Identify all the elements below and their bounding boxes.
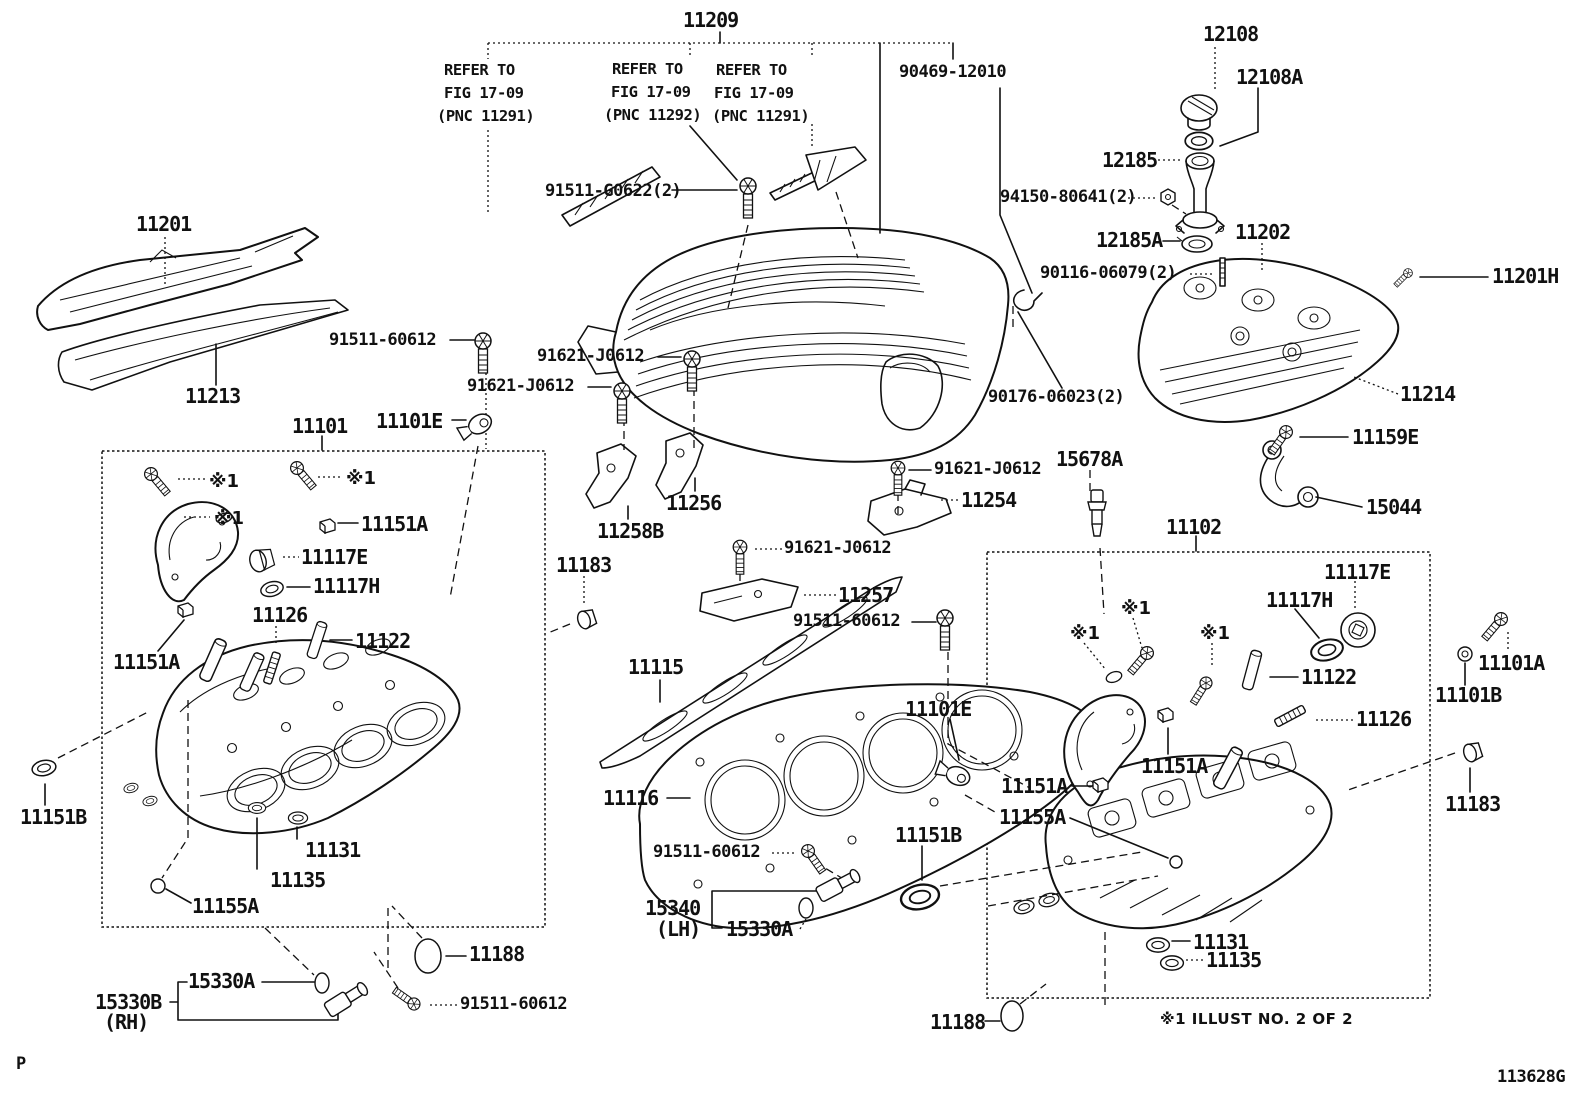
callout-12185A: 12185A: [1096, 228, 1163, 252]
callout-11117E-right: 11117E: [1324, 560, 1391, 584]
callout-15330B: 15330B: [95, 990, 162, 1014]
ref-mark-left-1: ※1: [209, 471, 240, 492]
right-camshaft-cap-drawing: [1063, 694, 1146, 807]
refer-note-2-line-1: REFER TO: [612, 60, 683, 78]
callout-91511-60612-b: 91511-60612: [793, 611, 901, 631]
leader-lines: [44, 31, 1509, 1022]
callout-15330B-rh: (RH): [104, 1010, 149, 1034]
callout-11131-left: 11131: [305, 838, 361, 862]
diagram-note: ※1 ILLUST NO. 2 OF 2: [1160, 1010, 1354, 1028]
ref-mark-right-1: ※1: [1121, 598, 1152, 619]
callout-11122-right: 11122: [1301, 665, 1357, 689]
callout-11151A-left-lower: 11151A: [113, 650, 180, 674]
callout-91511-60612-d: 91511-60612: [653, 842, 761, 862]
callout-11131-right: 11131: [1193, 930, 1249, 954]
callout-11202: 11202: [1235, 220, 1291, 244]
ref-mark-left-3: ※1: [214, 508, 245, 529]
callout-11151A-right-a: 11151A: [1001, 774, 1068, 798]
callout-91621-J0612-c: 91621-J0612: [784, 538, 892, 558]
ref-mark-right-2: ※1: [1070, 623, 1101, 644]
callout-11188-left: 11188: [469, 942, 525, 966]
callout-11209: 11209: [683, 8, 739, 32]
callout-11188-right: 11188: [930, 1010, 986, 1034]
callout-11135-right: 11135: [1206, 948, 1262, 972]
callout-15044: 15044: [1366, 495, 1422, 519]
callout-11126-left: 11126: [252, 603, 308, 627]
callout-11155A-left: 11155A: [192, 894, 259, 918]
callout-11116: 11116: [603, 786, 659, 810]
callout-15330A-center: 15330A: [726, 917, 793, 941]
callout-11151A-left-upper: 11151A: [361, 512, 428, 536]
refer-note-1-line-2: FIG 17-09: [444, 84, 524, 102]
callout-11155A-right: 11155A: [999, 805, 1066, 829]
callout-11159E: 11159E: [1352, 425, 1419, 449]
callout-90176-06023: 90176-06023(2): [988, 387, 1125, 407]
callout-11101E-b: 11101E: [905, 697, 972, 721]
mounting-brackets-drawing: [585, 432, 952, 622]
callout-11115: 11115: [628, 655, 684, 679]
refer-note-1-line-3: (PNC 11291): [437, 107, 535, 125]
callout-91511-60612-a: 91511-60612: [329, 330, 437, 350]
callout-15330A-left: 15330A: [188, 969, 255, 993]
refer-note-1-line-1: REFER TO: [444, 61, 515, 79]
head-gasket-11115-drawing: [599, 576, 903, 769]
refer-note-2-line-3: (PNC 11292): [604, 106, 702, 124]
callout-11201H: 11201H: [1492, 264, 1559, 288]
refer-note-3-line-2: FIG 17-09: [714, 84, 794, 102]
callout-11151B-left: 11151B: [20, 805, 87, 829]
callout-11126-right: 11126: [1356, 707, 1412, 731]
refer-note-2-line-2: FIG 17-09: [611, 83, 691, 101]
callout-15340: 15340: [645, 896, 701, 920]
callout-91621-J0612-a: 91621-J0612: [537, 346, 645, 366]
callout-91621-J0612-d: 91621-J0612: [934, 459, 1042, 479]
callout-11101: 11101: [292, 414, 348, 438]
callout-11258B: 11258B: [597, 519, 664, 543]
refer-note-3-line-3: (PNC 11291): [712, 107, 810, 125]
callout-11151B-center: 11151B: [895, 823, 962, 847]
callout-11117H-left: 11117H: [313, 574, 380, 598]
ref-mark-left-2: ※1: [346, 468, 377, 489]
callout-12108: 12108: [1203, 22, 1259, 46]
callout-11101E-a: 11101E: [376, 409, 443, 433]
callout-11183-left: 11183: [556, 553, 612, 577]
callout-11117H-right: 11117H: [1266, 588, 1333, 612]
right-valve-cover-drawing: [1137, 257, 1400, 423]
callout-11214: 11214: [1400, 382, 1456, 406]
callout-11213: 11213: [185, 384, 241, 408]
callout-11101B: 11101B: [1435, 683, 1502, 707]
callout-11183-right: 11183: [1445, 792, 1501, 816]
callout-15678A: 15678A: [1056, 447, 1123, 471]
callout-11117E-left: 11117E: [301, 545, 368, 569]
callout-11102: 11102: [1166, 515, 1222, 539]
page-mark: P: [16, 1054, 26, 1074]
left-valve-cover-drawing: [36, 227, 349, 391]
callout-11122-left: 11122: [355, 629, 411, 653]
emblem-plates-drawing: [561, 146, 867, 227]
callout-91621-J0612-b: 91621-J0612: [467, 376, 575, 396]
callout-11256: 11256: [666, 491, 722, 515]
callout-11201: 11201: [136, 212, 192, 236]
callout-11151A-right-b: 11151A: [1141, 754, 1208, 778]
callout-12185: 12185: [1102, 148, 1158, 172]
callout-91511-60612-c: 91511-60612: [460, 994, 568, 1014]
callout-11101A: 11101A: [1478, 651, 1545, 675]
oil-filler-cap-drawing: [1012, 94, 1226, 311]
callout-90469-12010: 90469-12010: [899, 62, 1007, 82]
callout-90116-06079: 90116-06079(2): [1040, 263, 1177, 283]
left-cylinder-head-drawing: [122, 638, 461, 835]
callout-11257: 11257: [838, 583, 894, 607]
callout-91511-G0622: 91511-G0622(2): [545, 181, 682, 201]
figure-code: 113628G: [1497, 1067, 1566, 1087]
refer-note-3-line-1: REFER TO: [716, 61, 787, 79]
callout-15340-lh: (LH): [656, 917, 701, 941]
engine-cover-drawing: [577, 227, 1010, 463]
callout-11135-left: 11135: [270, 868, 326, 892]
ref-mark-right-3: ※1: [1200, 623, 1231, 644]
callout-11254: 11254: [961, 488, 1017, 512]
callout-94150-80641: 94150-80641(2): [1000, 187, 1137, 207]
small-parts: [29, 413, 1484, 1032]
callout-12108A: 12108A: [1236, 65, 1303, 89]
